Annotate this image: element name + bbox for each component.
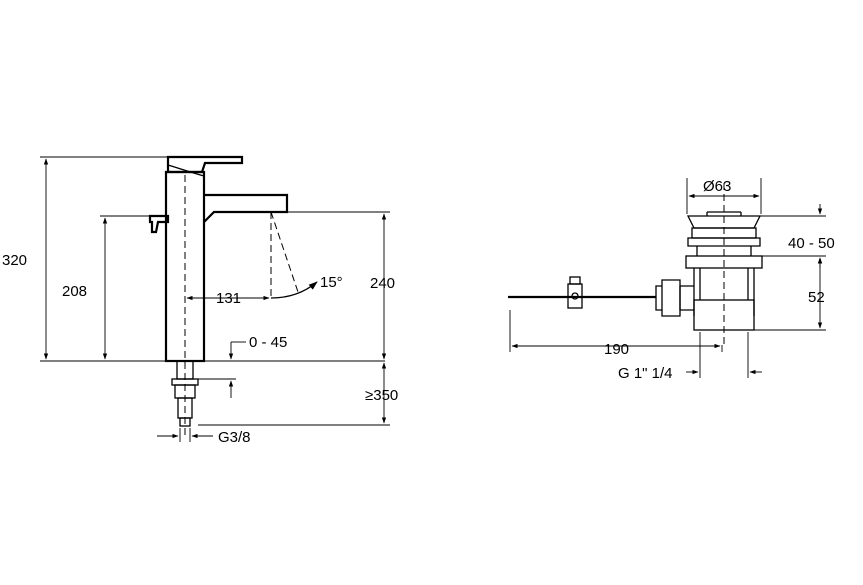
popup-knob [148,214,170,234]
faucet-spout [203,193,289,223]
dim-label-waste-thread: G 1" 1/4 [618,365,673,382]
dim-label-thread-size: G3/8 [218,429,251,446]
faucet-dimensions [40,156,390,442]
dim-label-waste-diameter: Ø63 [703,178,731,195]
dim-label-overall-height: 320 [2,252,27,269]
waste-body [693,246,755,316]
faucet-lever [166,155,244,174]
waste-drawing [508,183,763,345]
dim-label-popup-height: 208 [62,283,87,300]
dim-label-waste-range: 40 - 50 [788,235,835,252]
dim-label-deck-thickness: 0 - 45 [249,334,287,351]
waste-dimensions [509,178,826,378]
dim-label-spout-height: 240 [370,275,395,292]
dim-label-rod-length: 190 [604,341,629,358]
waste-nut [685,255,763,269]
dim-label-hose-length: ≥350 [365,387,398,404]
overflow-connector [679,285,694,311]
dim-label-waste-depth: 52 [808,289,825,306]
dim-label-spout-reach: 131 [216,290,241,307]
dim-label-spray-angle: 15° [320,274,343,291]
